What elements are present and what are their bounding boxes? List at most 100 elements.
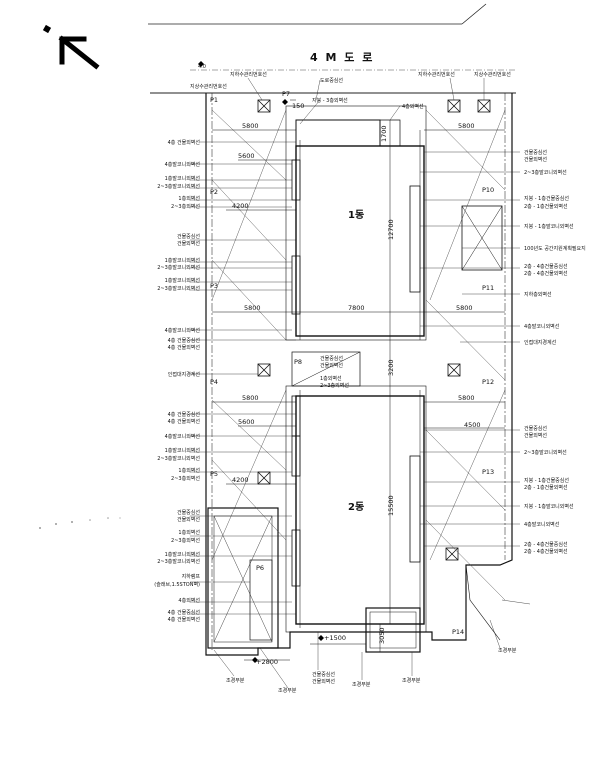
- label: 지하수관리번호선: [418, 71, 455, 78]
- dim-text: 150: [292, 102, 304, 110]
- label: 지붕 - 1층건물중심선: [524, 477, 569, 484]
- label: 2~3층발코니외벽선: [157, 285, 200, 292]
- label: 조경부분: [498, 647, 517, 654]
- label: 인접대지경계선: [168, 371, 201, 378]
- label: 4층외벽선: [402, 103, 424, 110]
- plot-p12: P12: [482, 378, 494, 386]
- label: 4층발코니외벽선: [165, 161, 201, 168]
- dim-text: 12700: [387, 219, 395, 240]
- dim-text: 5800: [458, 394, 475, 402]
- label: 4층 건물외벽선: [168, 344, 201, 351]
- label: 건물중심선: [177, 509, 200, 516]
- label: 4층 건물중심선: [168, 411, 201, 418]
- bottom-leaders: [213, 599, 531, 689]
- dim-text: 5800: [242, 394, 259, 402]
- plot-p2: P2: [210, 188, 218, 196]
- label: 조경부분: [278, 687, 297, 694]
- label: 조경부분: [352, 681, 371, 688]
- plot-p10: P10: [482, 186, 494, 194]
- label: 지붕 - 1층발코니외벽선: [524, 503, 574, 510]
- label: 건물외벽선: [312, 678, 335, 685]
- plot-p14: P14: [452, 628, 464, 636]
- label: 건물중심선: [312, 671, 335, 678]
- label: 2~3층발코니외벽선: [524, 449, 567, 456]
- label: (슬래브,1.5STON벽): [154, 581, 200, 588]
- label: 건물외벽선: [524, 432, 547, 439]
- top-left-level: 4.0: [198, 64, 206, 70]
- label: 조경부분: [402, 677, 421, 684]
- label: 2~3층발코니외벽선: [157, 558, 200, 565]
- label: 1층발코니외벽선: [165, 175, 201, 182]
- label: 건물외벽선: [320, 362, 343, 369]
- label: 지하수관리번호선: [230, 71, 267, 78]
- label: 지하램프: [182, 573, 201, 580]
- setback-hatch: [211, 109, 506, 601]
- label: 4층 건물외벽선: [168, 616, 201, 623]
- dim-text: 5800: [244, 304, 261, 312]
- middle-labels: 건물중심선 건물외벽선 1층외벽선 2~3층외벽선: [320, 355, 349, 389]
- label: 건물중심선: [524, 149, 547, 156]
- dim-text: 15500: [387, 495, 395, 516]
- plot-p3: P3: [210, 282, 218, 290]
- dim-text: 5800: [242, 122, 259, 130]
- label: 지붕 - 1층건물중심선: [524, 195, 569, 202]
- dim-text: 5600: [238, 152, 255, 160]
- scan-specks: [39, 517, 121, 529]
- plot-p4: P4: [210, 378, 218, 386]
- plot-labels: P1 P2 P3 P4 P5 P6 P7 P8 P10 P11 P12 P13 …: [210, 90, 494, 636]
- label: 4층발코니외벽선: [524, 323, 560, 330]
- dim-text: 7800: [348, 304, 365, 312]
- label: 건물중심선: [524, 425, 547, 432]
- level-markers: [198, 61, 324, 663]
- building-2-label: 2동: [348, 501, 364, 513]
- label: 2~3층발코니외벽선: [157, 455, 200, 462]
- right-labels: 건물중심선 건물외벽선 2~3층발코니외벽선 지붕 - 1층건물중심선 2층 -…: [524, 149, 586, 555]
- label: 2층 - 4층건물중심선: [524, 263, 568, 270]
- label: 2~3층발코니외벽선: [524, 169, 567, 176]
- ramp-area: [207, 507, 279, 649]
- label: 4층 건물중심선: [168, 337, 201, 344]
- road-label: 4 M 도 로: [310, 51, 374, 64]
- label: 2~3층외벽선: [171, 475, 200, 482]
- label: 지하층외벽선: [524, 291, 552, 298]
- label: 인접대지경계선: [524, 339, 557, 346]
- label: 건물외벽선: [177, 240, 200, 247]
- plot-p6: P6: [256, 564, 264, 572]
- building-1-label: 1동: [348, 209, 364, 221]
- label: 1층외벽선: [178, 529, 200, 536]
- label: 4층발코니외벽선: [165, 433, 201, 440]
- dim-text: 4500: [464, 421, 481, 429]
- label: 지붕 - 1층발코니외벽선: [524, 223, 574, 230]
- label: 2층 - 4층건물외벽선: [524, 270, 568, 277]
- dim-text: 5600: [238, 418, 255, 426]
- label: 1층발코니외벽선: [165, 447, 201, 454]
- label: 지상수관리번호선: [474, 71, 511, 78]
- plot-p1: P1: [210, 96, 218, 104]
- label: 2~3층외벽선: [171, 203, 200, 210]
- label: 2~3층외벽선: [171, 537, 200, 544]
- dim-text: +1500: [324, 634, 346, 642]
- connector-p8: [291, 351, 361, 387]
- label: 4층 건물중심선: [168, 609, 201, 616]
- plot-p13: P13: [482, 468, 494, 476]
- north-mark: [42, 24, 52, 34]
- label: 건물외벽선: [177, 516, 200, 523]
- road-edge: [148, 3, 516, 94]
- dim-text: 5800: [456, 304, 473, 312]
- dim-text: 3200: [387, 359, 395, 376]
- dim-text: +2800: [256, 658, 278, 666]
- label: 100년도 공간지원계획필요지: [524, 245, 586, 252]
- label: 건물중심선: [320, 355, 343, 362]
- utility-boxes: [257, 99, 491, 561]
- label: 1층외벽선: [178, 467, 200, 474]
- label: 4층 건물외벽선: [168, 418, 201, 425]
- label: 지상수관리번호선: [190, 83, 227, 90]
- plot-p7: P7: [282, 90, 290, 98]
- plot-p8: P8: [294, 358, 302, 366]
- label: 4층발코니외벽선: [524, 521, 560, 528]
- north-arrow-icon: [58, 35, 100, 70]
- label: 1층발코니외벽선: [165, 277, 201, 284]
- leader-lines: [190, 77, 520, 615]
- label: 조경부분: [226, 677, 245, 684]
